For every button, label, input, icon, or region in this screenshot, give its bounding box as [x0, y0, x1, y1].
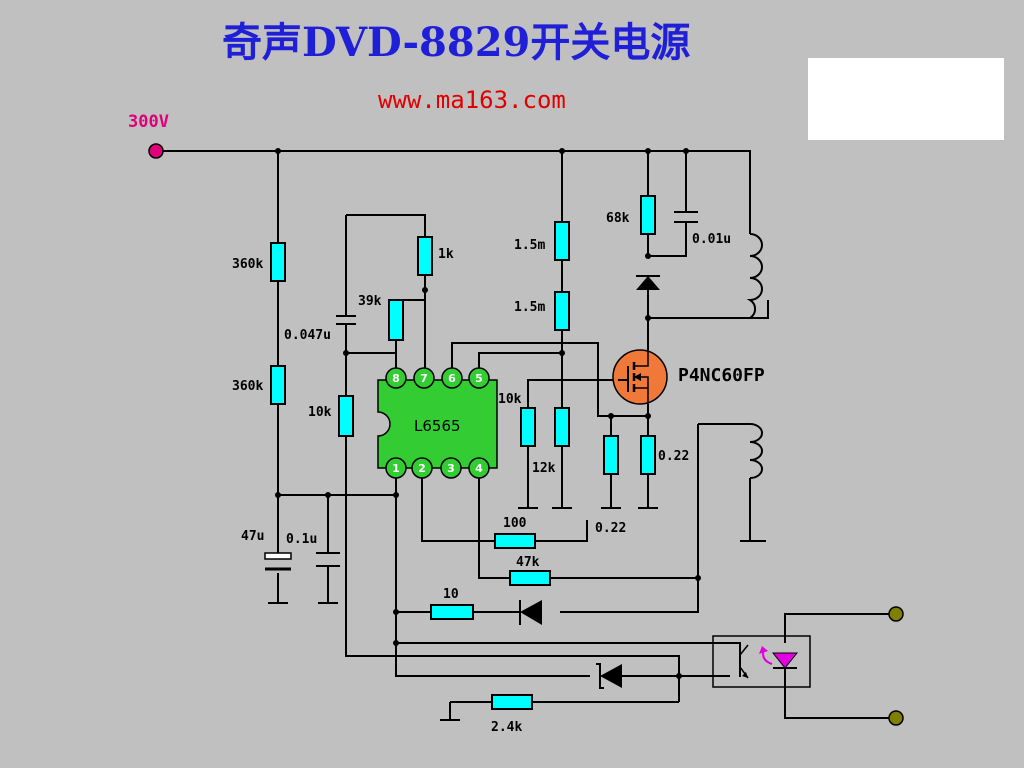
label-10: 10 — [443, 587, 459, 602]
ic-pin-4 — [468, 457, 490, 479]
resistor-360k-bottom — [270, 365, 286, 405]
label-360k-top: 360k — [232, 257, 263, 272]
blank-box — [808, 58, 1004, 140]
pin-label-8: 8 — [392, 372, 400, 385]
mosfet-label: P4NC60FP — [678, 365, 765, 386]
ic-pin-2 — [411, 457, 433, 479]
ic-pin-1 — [385, 457, 407, 479]
diagram-title: 奇声DVD-8829开关电源 — [222, 19, 690, 66]
label-1k: 1k — [438, 247, 454, 262]
resistor-68k — [640, 195, 656, 235]
resistor-360k-top — [270, 242, 286, 282]
resistor-1.5m-top — [554, 221, 570, 261]
ic-pin-7 — [413, 367, 435, 389]
resistor-1.5m-bottom — [554, 291, 570, 331]
resistor-0.22-b — [640, 435, 656, 475]
resistor-1k — [417, 236, 433, 276]
ic-pins-top: 8 7 6 5 — [385, 367, 490, 389]
label-68k: 68k — [606, 211, 630, 226]
pin-label-5: 5 — [475, 372, 483, 385]
capacitor-47u — [264, 552, 292, 571]
resistor-12k — [554, 407, 570, 447]
label-12k: 12k — [532, 461, 556, 476]
ic-pin-8 — [385, 367, 407, 389]
label-100: 100 — [503, 516, 527, 531]
ic-pins-bottom: 1 2 3 4 — [385, 457, 490, 479]
resistor-39k — [388, 299, 404, 341]
transformer-auxiliary — [749, 423, 763, 479]
label-39k: 39k — [358, 294, 382, 309]
label-360k-bottom: 360k — [232, 379, 263, 394]
label-47k: 47k — [516, 555, 540, 570]
label-10k-left: 10k — [308, 405, 332, 420]
capacitor-0.1u — [316, 552, 340, 567]
label-0.01u: 0.01u — [692, 232, 731, 247]
ic-label: L6565 — [414, 417, 461, 435]
diode-snubber — [636, 275, 660, 290]
ic-pin-3 — [440, 457, 462, 479]
optocoupler — [712, 635, 811, 688]
ic-pin-6 — [441, 367, 463, 389]
resistor-2.4k — [491, 694, 533, 710]
capacitor-0.01u — [674, 211, 698, 223]
pin-label-4: 4 — [475, 462, 483, 475]
resistor-10k-mid — [520, 407, 536, 447]
resistor-10 — [430, 604, 474, 620]
zener-diode — [596, 663, 622, 689]
label-0.047u: 0.047u — [284, 328, 331, 343]
supply-label: 300V — [128, 112, 169, 132]
ic-pin-5 — [468, 367, 490, 389]
output-terminal-top[interactable] — [888, 606, 904, 622]
label-1.5m-top: 1.5m — [514, 238, 545, 253]
label-10k-mid: 10k — [498, 392, 522, 407]
resistor-0.22-a — [603, 435, 619, 475]
diode-aux — [519, 600, 542, 625]
wires — [163, 150, 896, 721]
website-label: www.ma163.com — [378, 86, 566, 114]
junction-dots — [275, 148, 701, 679]
resistor-10k-left — [338, 395, 354, 437]
resistor-47k — [509, 570, 551, 586]
pin-label-6: 6 — [448, 372, 456, 385]
label-2.4k: 2.4k — [491, 720, 522, 735]
ic-l6565: L6565 — [377, 379, 498, 469]
label-47u: 47u — [241, 529, 264, 544]
label-1.5m-bottom: 1.5m — [514, 300, 545, 315]
label-0.22-b: 0.22 — [658, 449, 689, 464]
supply-terminal[interactable] — [148, 143, 164, 159]
pin-label-1: 1 — [392, 462, 400, 475]
pin-label-3: 3 — [447, 462, 455, 475]
capacitor-0.047u — [336, 315, 356, 325]
resistor-100 — [494, 533, 536, 549]
pin-label-2: 2 — [418, 462, 426, 475]
label-0.1u: 0.1u — [286, 532, 317, 547]
label-0.22-a: 0.22 — [595, 521, 626, 536]
output-terminal-bottom[interactable] — [888, 710, 904, 726]
pin-label-7: 7 — [420, 372, 428, 385]
transformer-primary — [746, 233, 763, 319]
mosfet-p4nc60fp — [612, 349, 668, 405]
